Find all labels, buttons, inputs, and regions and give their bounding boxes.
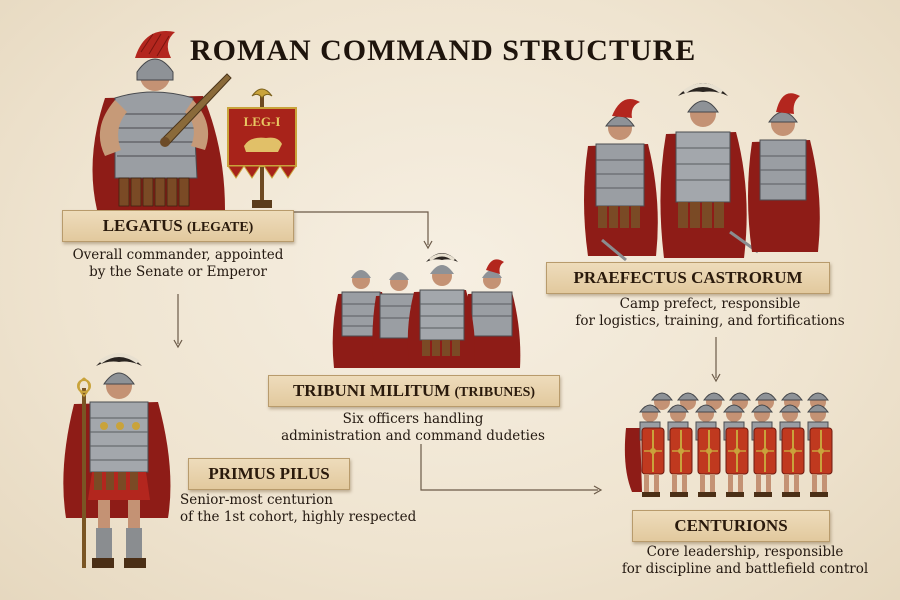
primus-pilus-illustration	[63, 353, 171, 568]
soldier-back-row	[651, 392, 673, 410]
soldier-back-row	[755, 392, 777, 410]
diagram-title: ROMAN COMMAND STRUCTURE	[190, 34, 697, 67]
legatus-description: Overall commander, appointed by the Sena…	[54, 247, 302, 281]
arrowhead-primus	[173, 339, 183, 349]
tribuni-description: Six officers handling administration and…	[258, 411, 568, 445]
legatus-label: LEGATUS (LEGATE)	[62, 210, 294, 242]
centurions-desc-line-2: for discipline and battlefield control	[621, 561, 869, 577]
tribuni-subtitle: (TRIBUNES)	[454, 385, 536, 400]
centurions-formation-illustration	[624, 392, 833, 497]
praefectus-description: Camp prefect, responsible for logistics,…	[560, 296, 860, 330]
legatus-name: LEGATUS	[102, 216, 183, 235]
primus-pilus-label: PRIMUS PILUS	[188, 458, 350, 490]
praefectus-desc-line-2: for logistics, training, and fortificati…	[575, 313, 845, 329]
tribuni-name: TRIBUNI MILITUM	[292, 381, 451, 400]
legatus-subtitle: (LEGATE)	[186, 220, 254, 235]
centurions-desc-line-1: Core leadership, responsible	[646, 544, 844, 560]
arrowhead-centurions-top	[711, 373, 721, 383]
tribuni-label: TRIBUNI MILITUM (TRIBUNES)	[268, 375, 560, 407]
primus-pilus-name: PRIMUS PILUS	[208, 464, 330, 483]
banner-text: LEG-I	[244, 114, 281, 129]
soldier-back-row	[729, 392, 751, 410]
praefectus-label: PRAEFECTUS CASTRORUM	[546, 262, 830, 294]
arrow-tribuni-to-centurions	[420, 444, 598, 491]
soldier-with-shield	[695, 404, 721, 497]
legion-banner-illustration: LEG-I	[227, 88, 297, 208]
soldier-with-shield	[807, 404, 833, 497]
soldier-with-shield	[667, 404, 693, 497]
centurions-name: CENTURIONS	[674, 516, 788, 535]
praefectus-name: PRAEFECTUS CASTRORUM	[573, 268, 803, 287]
arrowhead-tribuni	[423, 240, 433, 250]
soldier-with-shield	[751, 404, 777, 497]
arrowhead-centurions-side	[593, 485, 603, 495]
centurions-label: CENTURIONS	[632, 510, 830, 542]
arrow-legatus-to-tribuni	[292, 211, 429, 245]
soldier-back-row	[677, 392, 699, 410]
formation-cape	[624, 428, 642, 492]
legatus-illustration	[92, 31, 232, 210]
legatus-desc-line-2: by the Senate or Emperor	[89, 264, 267, 280]
praefectus-desc-line-1: Camp prefect, responsible	[619, 296, 801, 312]
soldier-with-shield	[779, 404, 805, 497]
praefectus-illustration	[584, 83, 820, 262]
tribuni-desc-line-2: administration and command dudeties	[281, 428, 545, 444]
legatus-desc-line-1: Overall commander, appointed	[72, 247, 284, 263]
tribuni-desc-line-1: Six officers handling	[342, 411, 484, 427]
primus-desc-line-1: Senior-most centurion	[180, 492, 333, 508]
centurions-description: Core leadership, responsible for discipl…	[600, 544, 890, 578]
soldier-with-shield	[639, 404, 665, 497]
soldier-with-shield	[723, 404, 749, 497]
primus-desc-line-2: of the 1st cohort, highly respected	[180, 509, 417, 525]
tribuni-illustration	[332, 253, 521, 368]
primus-pilus-description: Senior-most centurion of the 1st cohort,…	[180, 492, 430, 526]
